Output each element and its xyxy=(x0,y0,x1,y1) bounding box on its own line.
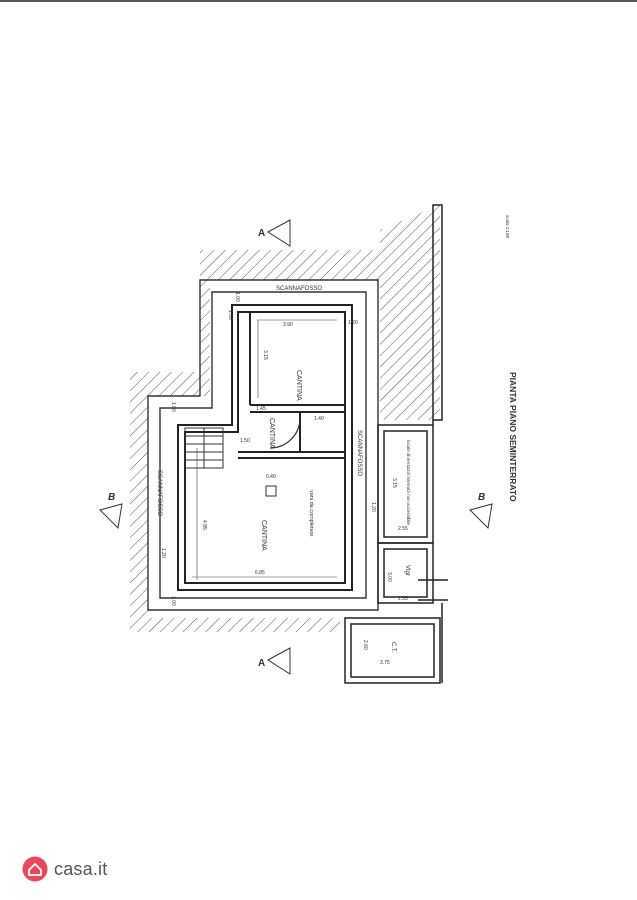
dim-315b: 3.15 xyxy=(391,478,397,488)
chimney-square xyxy=(265,485,277,497)
dim-120c: 1.20 xyxy=(370,502,376,512)
building-walls xyxy=(177,304,353,591)
room-label-vano: vani da completare xyxy=(308,490,314,536)
house-pin-icon xyxy=(22,856,48,882)
dim-300: 3.00 xyxy=(386,572,392,582)
section-label-a-top: A xyxy=(258,228,265,239)
outer-wall xyxy=(147,279,379,611)
dim-150: 1.50 xyxy=(240,438,250,444)
dim-390: 3.90 xyxy=(283,322,293,328)
scannafosso-top: SCANNAFOSSO xyxy=(276,286,322,292)
room-label-ct: C.T. xyxy=(390,642,396,653)
dim-040: 0.40 xyxy=(266,474,276,480)
dim-260: 2.60 xyxy=(362,640,368,650)
dim-145: 1.45 xyxy=(256,406,266,412)
dim-255a: 2.55 xyxy=(398,526,408,532)
room-label-vtgr: Vtgr xyxy=(404,565,410,576)
dim-120a: 1.20 xyxy=(348,320,358,326)
boundary-wall xyxy=(418,204,448,683)
dim-100d: 1.00 xyxy=(170,596,176,606)
dim-100b: 1.00 xyxy=(227,310,233,320)
scannafosso-right: SCANNAFOSSO xyxy=(356,430,362,476)
ground-hatching xyxy=(130,205,440,632)
room-label-cantina-big: CANTINA xyxy=(260,520,267,551)
door-swing xyxy=(269,417,301,449)
section-label-b-left: B xyxy=(108,492,115,503)
plan-title: PIANTA PIANO SEMINTERRATO xyxy=(508,372,518,502)
dim-100a: 1.00 xyxy=(234,292,240,302)
dim-485: 4.85 xyxy=(201,520,207,530)
room-label-cantina-small: CANTINA xyxy=(268,418,275,449)
room-label-note: locale di terrazzo/ interrato non access… xyxy=(406,440,411,526)
dim-375: 3.75 xyxy=(380,660,390,666)
section-label-a-bottom: A xyxy=(258,658,265,669)
staircase xyxy=(184,427,224,469)
dim-315: 3.15 xyxy=(262,350,268,360)
dim-140: 1.40 xyxy=(314,416,324,422)
dim-685: 6.85 xyxy=(255,570,265,576)
brand-watermark: casa.it xyxy=(22,855,107,883)
dim-120b: 1.20 xyxy=(160,548,166,558)
scannafosso-left: SCANNAFOSSO xyxy=(156,470,162,516)
room-label-cantina-top: CANTINA xyxy=(295,370,302,401)
section-markers xyxy=(99,219,493,675)
brand-name: casa.it xyxy=(54,858,108,879)
dimension-labels: 1.00 1.00 3.90 3.15 1.20 1.20 1.20 1.00 … xyxy=(160,292,408,666)
annex-rooms xyxy=(344,424,441,684)
dim-255b: 2.55 xyxy=(398,596,408,602)
dim-100c: 1.00 xyxy=(170,402,176,412)
section-label-b-right: B xyxy=(478,492,485,503)
dimension-lines xyxy=(192,319,337,580)
plan-scale: scala 1:100 xyxy=(505,215,510,239)
